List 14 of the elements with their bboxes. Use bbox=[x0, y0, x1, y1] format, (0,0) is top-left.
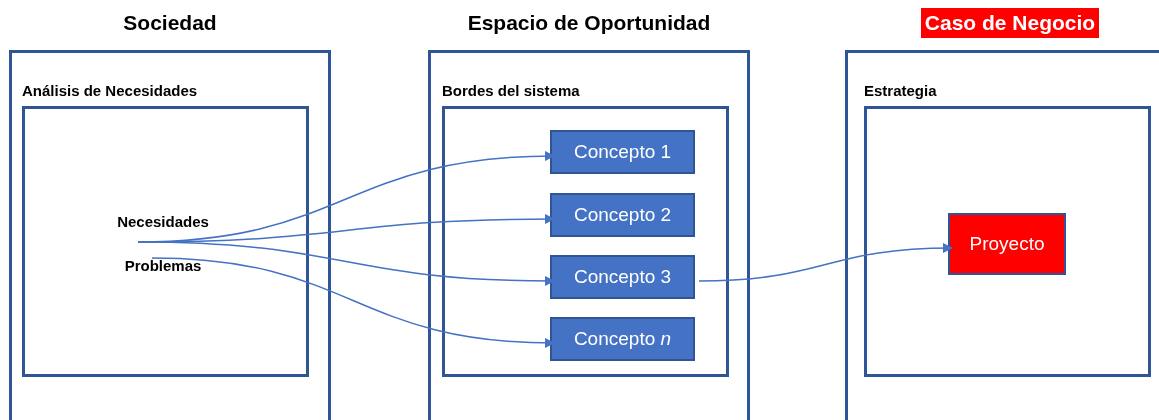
concept-box: Concepto 2 bbox=[550, 193, 695, 237]
project-box: Proyecto bbox=[948, 213, 1066, 275]
panel-heading: Sociedad bbox=[122, 10, 218, 36]
text-label: Necesidades bbox=[100, 210, 226, 234]
concept-box: Concepto n bbox=[550, 317, 695, 361]
panel-heading: Estrategia bbox=[864, 81, 937, 101]
panel-heading: Espacio de Oportunidad bbox=[466, 10, 712, 36]
panel-heading: Caso de Negocio bbox=[920, 8, 1100, 38]
text-label: Problemas bbox=[108, 254, 218, 278]
concept-box: Concepto 1 bbox=[550, 130, 695, 174]
panel-heading: Bordes del sistema bbox=[442, 81, 580, 101]
panel-heading: Análisis de Necesidades bbox=[22, 81, 198, 101]
arrow bbox=[698, 242, 954, 282]
concept-box: Concepto 3 bbox=[550, 255, 695, 299]
